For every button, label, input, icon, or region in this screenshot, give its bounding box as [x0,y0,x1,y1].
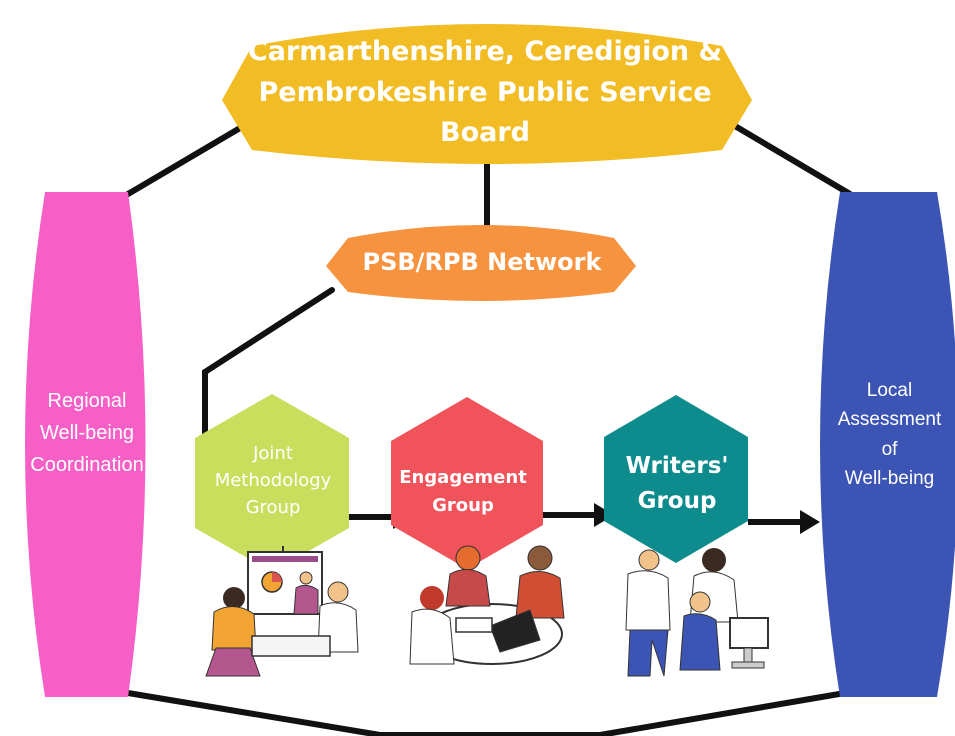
network-shape [326,225,636,301]
joint-methodology-hexagon [195,394,349,572]
connector-bottom [125,690,848,736]
engagement-hexagon [391,397,543,569]
psb-board-shape [222,24,752,164]
local-assessment-label: Local Assessment of Well-being [837,380,942,490]
connectors [125,123,853,736]
connector-board-local [732,123,853,197]
connector-network-joint [202,287,335,443]
arrow-writers-local-head [800,510,820,534]
writers-team-illustration [625,548,769,677]
local-panel-shape [820,192,955,697]
psb-board-title: Carmarthenshire, Ceredigion & Pembrokesh… [247,36,723,148]
network-label: PSB/RPB Network [362,248,602,276]
regional-coordination-label: Regional Well-being Coordination [30,390,144,476]
writers-label: Writers' Group [625,453,729,514]
connector-board-regional [125,125,243,197]
regional-panel-shape [25,192,146,697]
engagement-discussion-illustration [409,545,565,665]
team-meeting-presentation-illustration [205,546,359,677]
joint-methodology-label: Joint Methodology Group [214,443,332,518]
writers-hexagon [604,395,748,563]
engagement-label: Engagement Group [399,467,527,516]
